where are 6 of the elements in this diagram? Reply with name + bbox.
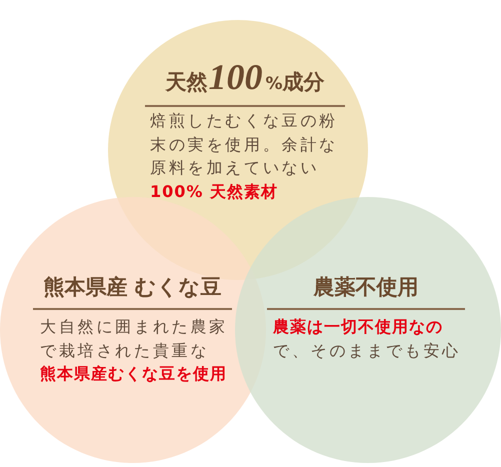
circle-heading: 農薬不使用 bbox=[267, 272, 465, 310]
circle-description: 農薬は一切不使用なので、そのままでも安心 bbox=[273, 316, 462, 362]
circle-description: 大自然に囲まれた農家で栽培された貴重な熊本県産むくな豆を使用 bbox=[40, 316, 229, 385]
circle-heading: 熊本県産 むくな豆 bbox=[33, 272, 232, 310]
circle-heading: 天然100%成分 bbox=[145, 62, 345, 107]
circle-description: 焙煎したむくな豆の粉末の実を使用。余計な原料を加えていない100% 天然素材 bbox=[150, 110, 339, 202]
